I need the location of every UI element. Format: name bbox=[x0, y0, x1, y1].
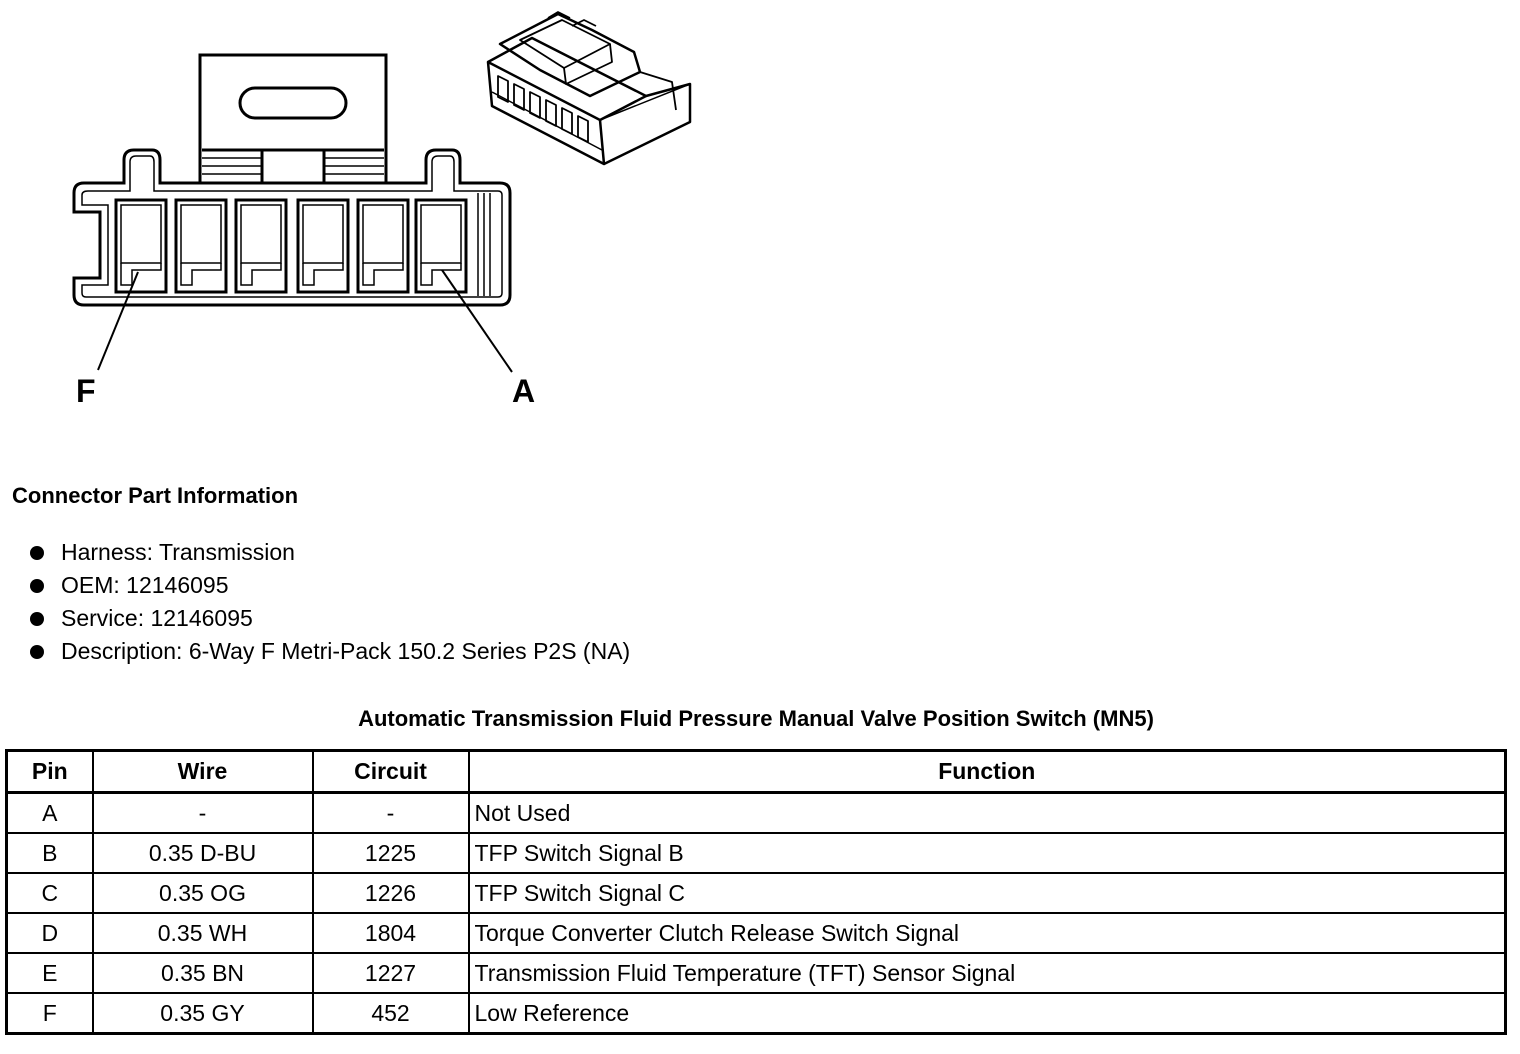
description-text: Description: 6-Way F Metri-Pack 150.2 Se… bbox=[61, 638, 631, 664]
cell-wire: 0.35 GY bbox=[91, 992, 314, 1035]
list-item: Description: 6-Way F Metri-Pack 150.2 Se… bbox=[30, 635, 630, 668]
cell-wire: 0.35 BN bbox=[91, 952, 314, 994]
cell-pin: C bbox=[5, 872, 94, 914]
cavity-d bbox=[234, 198, 288, 294]
cell-function: Not Used bbox=[467, 791, 1507, 834]
cell-circuit: 452 bbox=[311, 992, 470, 1035]
service-text: Service: 12146095 bbox=[61, 605, 253, 631]
table-row: A - - Not Used bbox=[5, 791, 1507, 834]
cell-function: Transmission Fluid Temperature (TFT) Sen… bbox=[467, 952, 1507, 994]
cell-function: TFP Switch Signal B bbox=[467, 832, 1507, 874]
cell-circuit: 1225 bbox=[311, 832, 470, 874]
cell-wire: 0.35 D-BU bbox=[91, 832, 314, 874]
list-item: Service: 12146095 bbox=[30, 602, 630, 635]
connector-diagram: F A bbox=[72, 11, 692, 409]
table-row: F 0.35 GY 452 Low Reference bbox=[5, 992, 1507, 1035]
connector-isometric-icon bbox=[486, 11, 692, 166]
bullet-icon bbox=[30, 579, 44, 593]
connector-part-info-list: Harness: Transmission OEM: 12146095 Serv… bbox=[30, 536, 630, 668]
latch-slot bbox=[238, 86, 348, 120]
cavity-a bbox=[414, 198, 468, 294]
leader-line-f bbox=[97, 271, 139, 371]
cell-pin: A bbox=[5, 791, 94, 834]
cell-pin: F bbox=[5, 992, 94, 1035]
list-item: OEM: 12146095 bbox=[30, 569, 630, 602]
cell-pin: D bbox=[5, 912, 94, 954]
harness-text: Harness: Transmission bbox=[61, 539, 295, 565]
cell-wire: - bbox=[91, 791, 314, 834]
cell-function: Low Reference bbox=[467, 992, 1507, 1035]
table-row: D 0.35 WH 1804 Torque Converter Clutch R… bbox=[5, 912, 1507, 954]
connector-body bbox=[72, 148, 512, 307]
cell-pin: E bbox=[5, 952, 94, 994]
pinout-table: Pin Wire Circuit Function A - - Not Used… bbox=[5, 749, 1507, 1035]
cell-circuit: 1227 bbox=[311, 952, 470, 994]
cell-pin: B bbox=[5, 832, 94, 874]
cell-wire: 0.35 OG bbox=[91, 872, 314, 914]
bullet-icon bbox=[30, 546, 44, 560]
cavity-c bbox=[296, 198, 350, 294]
cell-function: TFP Switch Signal C bbox=[467, 872, 1507, 914]
table-header-row: Pin Wire Circuit Function bbox=[5, 749, 1507, 794]
oem-text: OEM: 12146095 bbox=[61, 572, 229, 598]
bullet-icon bbox=[30, 612, 44, 626]
header-function: Function bbox=[467, 749, 1507, 794]
cell-function: Torque Converter Clutch Release Switch S… bbox=[467, 912, 1507, 954]
table-row: C 0.35 OG 1226 TFP Switch Signal C bbox=[5, 872, 1507, 914]
cavity-f bbox=[114, 198, 168, 294]
connector-part-info-heading: Connector Part Information bbox=[12, 483, 299, 508]
table-row: B 0.35 D-BU 1225 TFP Switch Signal B bbox=[5, 832, 1507, 874]
cavity-b bbox=[356, 198, 410, 294]
table-row: E 0.35 BN 1227 Transmission Fluid Temper… bbox=[5, 952, 1507, 994]
bullet-icon bbox=[30, 645, 44, 659]
header-pin: Pin bbox=[5, 749, 94, 794]
pin-label-a: A bbox=[512, 373, 535, 409]
list-item: Harness: Transmission bbox=[30, 536, 630, 569]
cell-circuit: - bbox=[311, 791, 470, 834]
cavity-e bbox=[174, 198, 228, 294]
cell-wire: 0.35 WH bbox=[91, 912, 314, 954]
pin-label-f: F bbox=[76, 373, 96, 409]
header-circuit: Circuit bbox=[311, 749, 470, 794]
cell-circuit: 1804 bbox=[311, 912, 470, 954]
table-title: Automatic Transmission Fluid Pressure Ma… bbox=[358, 706, 1154, 731]
cell-circuit: 1226 bbox=[311, 872, 470, 914]
leader-line-a bbox=[441, 269, 513, 373]
header-wire: Wire bbox=[91, 749, 314, 794]
